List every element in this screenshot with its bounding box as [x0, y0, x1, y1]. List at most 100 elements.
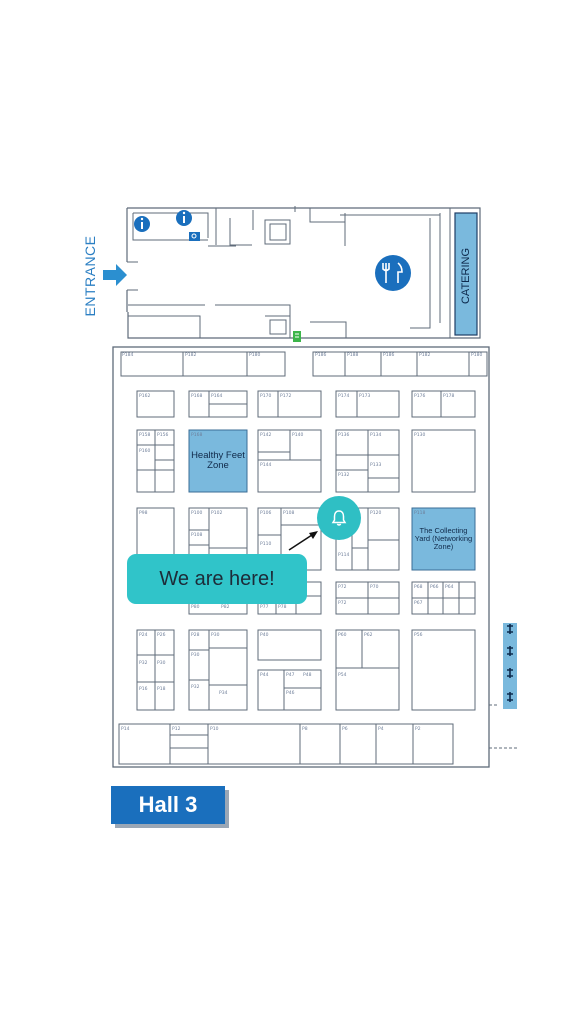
svg-text:P46: P46 [286, 690, 295, 696]
svg-text:P180: P180 [249, 352, 260, 358]
info-icon [134, 216, 150, 232]
svg-text:P64: P64 [445, 584, 454, 590]
top-booth-row [120, 351, 488, 377]
svg-text:P168: P168 [191, 432, 202, 438]
svg-text:P158: P158 [139, 432, 150, 438]
svg-text:P56: P56 [414, 632, 423, 638]
svg-text:P18: P18 [157, 686, 166, 692]
svg-text:P186: P186 [315, 352, 326, 358]
exit-icon [293, 331, 301, 342]
svg-text:P30: P30 [211, 632, 220, 638]
svg-text:P100: P100 [191, 510, 202, 516]
svg-text:P188: P188 [347, 352, 358, 358]
svg-text:P184: P184 [122, 352, 133, 358]
svg-text:P2: P2 [415, 726, 421, 732]
svg-text:P16: P16 [139, 686, 148, 692]
svg-text:P133: P133 [370, 462, 381, 468]
svg-text:P80: P80 [191, 604, 200, 610]
svg-text:P114: P114 [338, 552, 349, 558]
svg-text:P140: P140 [292, 432, 303, 438]
accessible-icon [189, 232, 200, 241]
restaurant-icon [375, 255, 411, 291]
svg-text:P24: P24 [139, 632, 148, 638]
svg-text:P174: P174 [338, 393, 349, 399]
svg-text:P72: P72 [338, 600, 347, 606]
hall-right-door [489, 704, 518, 749]
healthy-feet-zone-label: Healthy Feet Zone [191, 449, 245, 471]
entrance-label: ENTRANCE [82, 235, 98, 317]
svg-text:P142: P142 [260, 432, 271, 438]
svg-text:P40: P40 [260, 632, 269, 638]
svg-text:P120: P120 [370, 510, 381, 516]
svg-text:P28: P28 [191, 632, 200, 638]
svg-text:P32: P32 [139, 660, 148, 666]
svg-text:P136: P136 [338, 432, 349, 438]
current-location-pin[interactable] [317, 496, 361, 540]
svg-text:P26: P26 [157, 632, 166, 638]
bell-icon [331, 510, 347, 526]
you-are-here-callout: We are here! [127, 554, 307, 604]
svg-text:P108: P108 [283, 510, 294, 516]
svg-text:P54: P54 [338, 672, 347, 678]
svg-text:P98: P98 [139, 510, 148, 516]
hall-label: Hall 3 [111, 786, 225, 824]
svg-text:P6: P6 [342, 726, 348, 732]
collecting-yard-zone [411, 507, 476, 571]
svg-text:P67: P67 [414, 600, 423, 606]
catering-label: CATERING [460, 247, 472, 305]
svg-text:P134: P134 [370, 432, 381, 438]
svg-text:P132: P132 [338, 472, 349, 478]
svg-text:P160: P160 [139, 448, 150, 454]
svg-text:P164: P164 [211, 393, 222, 399]
main-hall [112, 346, 490, 768]
svg-text:P186: P186 [383, 352, 394, 358]
svg-text:P47: P47 [286, 672, 295, 678]
svg-text:P48: P48 [303, 672, 312, 678]
catering-block [454, 212, 478, 336]
foyer-outline [126, 207, 481, 339]
foyer-entrance-gap [127, 261, 138, 291]
svg-text:P14: P14 [121, 726, 130, 732]
svg-text:P78: P78 [278, 604, 287, 610]
svg-text:P168: P168 [191, 393, 202, 399]
svg-text:P178: P178 [443, 393, 454, 399]
hall-label-text: Hall 3 [138, 792, 198, 817]
svg-text:P30: P30 [157, 660, 166, 666]
svg-text:P68: P68 [414, 584, 423, 590]
svg-text:P144: P144 [260, 462, 271, 468]
arrow-right-icon [103, 264, 127, 286]
svg-text:P30: P30 [191, 652, 200, 658]
right-side-block [503, 623, 517, 709]
svg-text:P108: P108 [191, 532, 202, 538]
svg-text:P34: P34 [219, 690, 228, 696]
svg-text:P62: P62 [364, 632, 373, 638]
restroom-icon [176, 210, 192, 226]
svg-text:P173: P173 [359, 393, 370, 399]
svg-text:P82: P82 [221, 604, 230, 610]
svg-text:P182: P182 [185, 352, 196, 358]
foyer-walls [128, 206, 451, 338]
svg-text:P130: P130 [414, 432, 425, 438]
svg-text:P44: P44 [260, 672, 269, 678]
svg-text:P72: P72 [338, 584, 347, 590]
svg-text:P60: P60 [338, 632, 347, 638]
callout-text: We are here! [159, 567, 275, 590]
svg-text:P10: P10 [210, 726, 219, 732]
svg-text:P172: P172 [280, 393, 291, 399]
svg-text:P180: P180 [471, 352, 482, 358]
svg-text:P66: P66 [430, 584, 439, 590]
collecting-yard-zone-label: The Collecting Yard (Networking Zone) [414, 525, 473, 552]
svg-text:P4: P4 [378, 726, 384, 732]
svg-text:P118: P118 [414, 510, 425, 516]
svg-text:P110: P110 [260, 541, 271, 547]
svg-text:P8: P8 [302, 726, 308, 732]
healthy-feet-zone [188, 429, 248, 493]
svg-text:P162: P162 [139, 393, 150, 399]
svg-text:P77: P77 [260, 604, 269, 610]
svg-text:P12: P12 [172, 726, 181, 732]
pointer-arrow [288, 531, 318, 551]
svg-text:P170: P170 [260, 393, 271, 399]
svg-text:P182: P182 [419, 352, 430, 358]
svg-text:P176: P176 [414, 393, 425, 399]
